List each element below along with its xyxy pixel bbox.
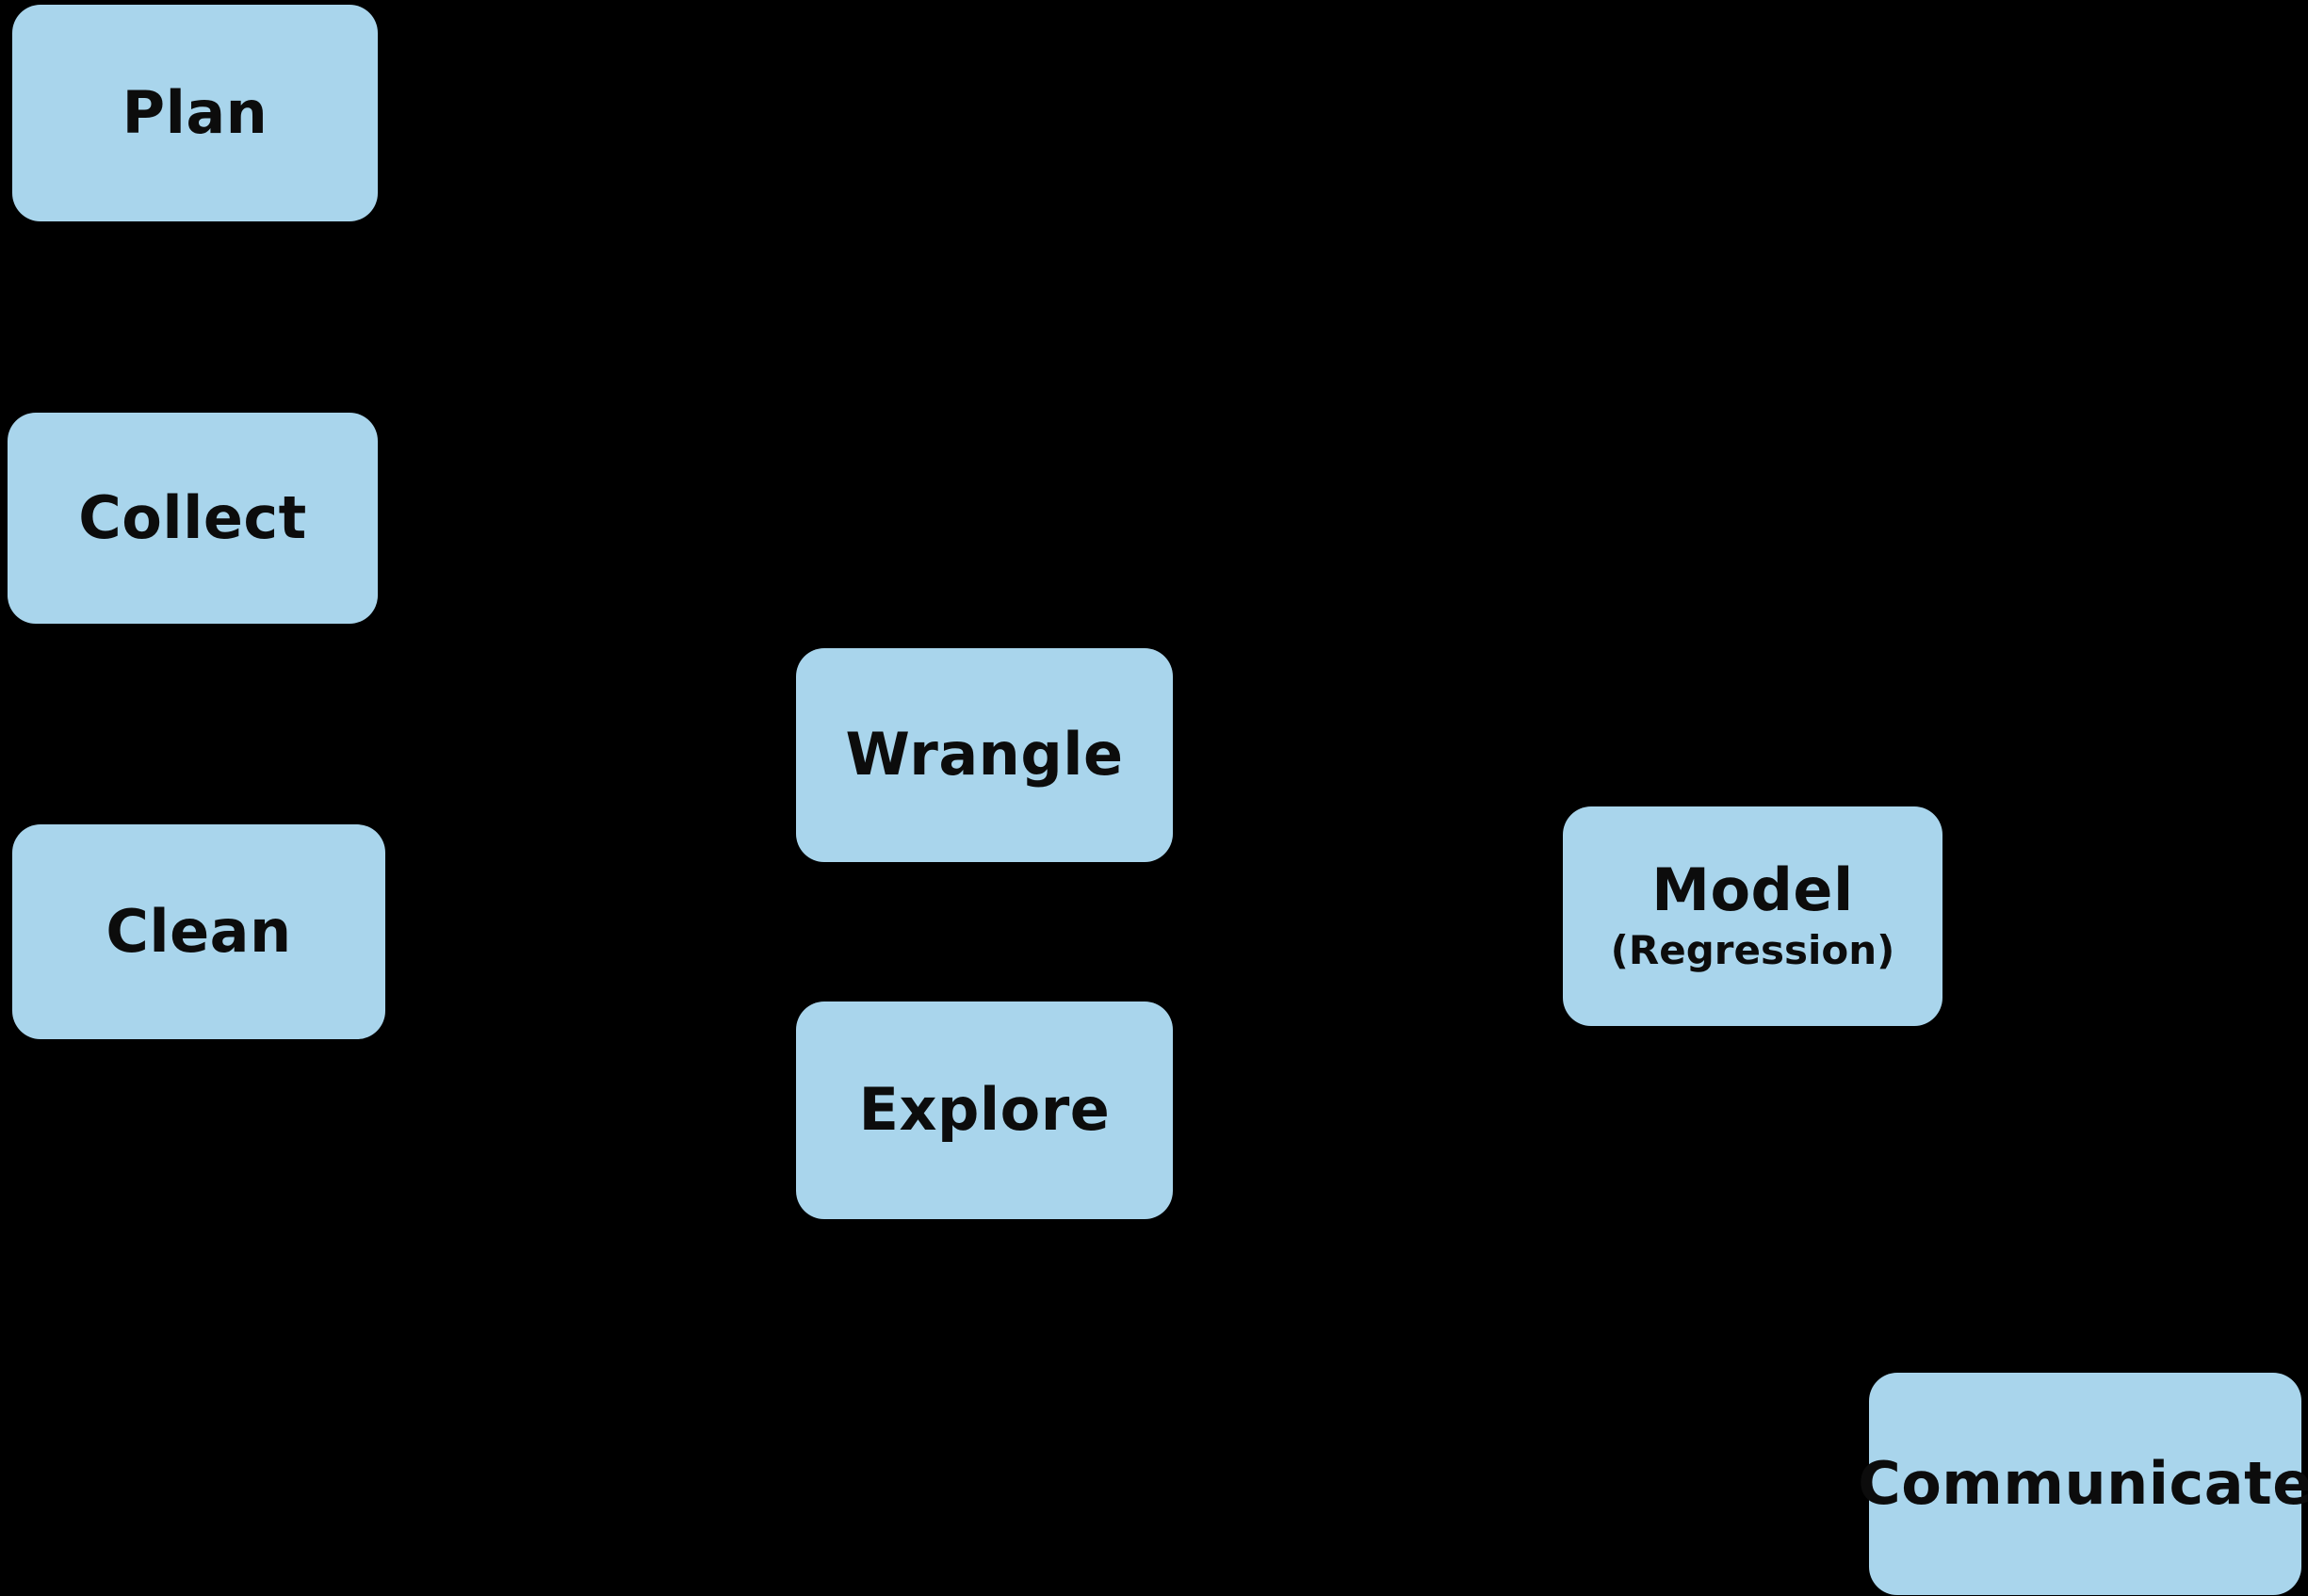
node-communicate: Communicate	[1858, 1373, 2308, 1595]
node-wrangle: Wrangle	[796, 648, 1173, 862]
node-plan: Plan	[12, 5, 378, 221]
node-explore-label: Explore	[858, 1075, 1111, 1145]
node-model: Model (Regression)	[1563, 806, 1942, 1026]
node-clean: Clean	[12, 824, 385, 1039]
node-plan-label: Plan	[122, 77, 268, 147]
node-explore: Explore	[796, 1002, 1173, 1219]
node-wrangle-label: Wrangle	[845, 720, 1124, 790]
node-communicate-label: Communicate	[1858, 1448, 2308, 1518]
node-collect: Collect	[8, 413, 378, 624]
node-model-sublabel: (Regression)	[1610, 927, 1895, 974]
node-clean-label: Clean	[106, 896, 292, 966]
node-collect-label: Collect	[78, 482, 307, 552]
node-model-label: Model	[1651, 855, 1854, 925]
